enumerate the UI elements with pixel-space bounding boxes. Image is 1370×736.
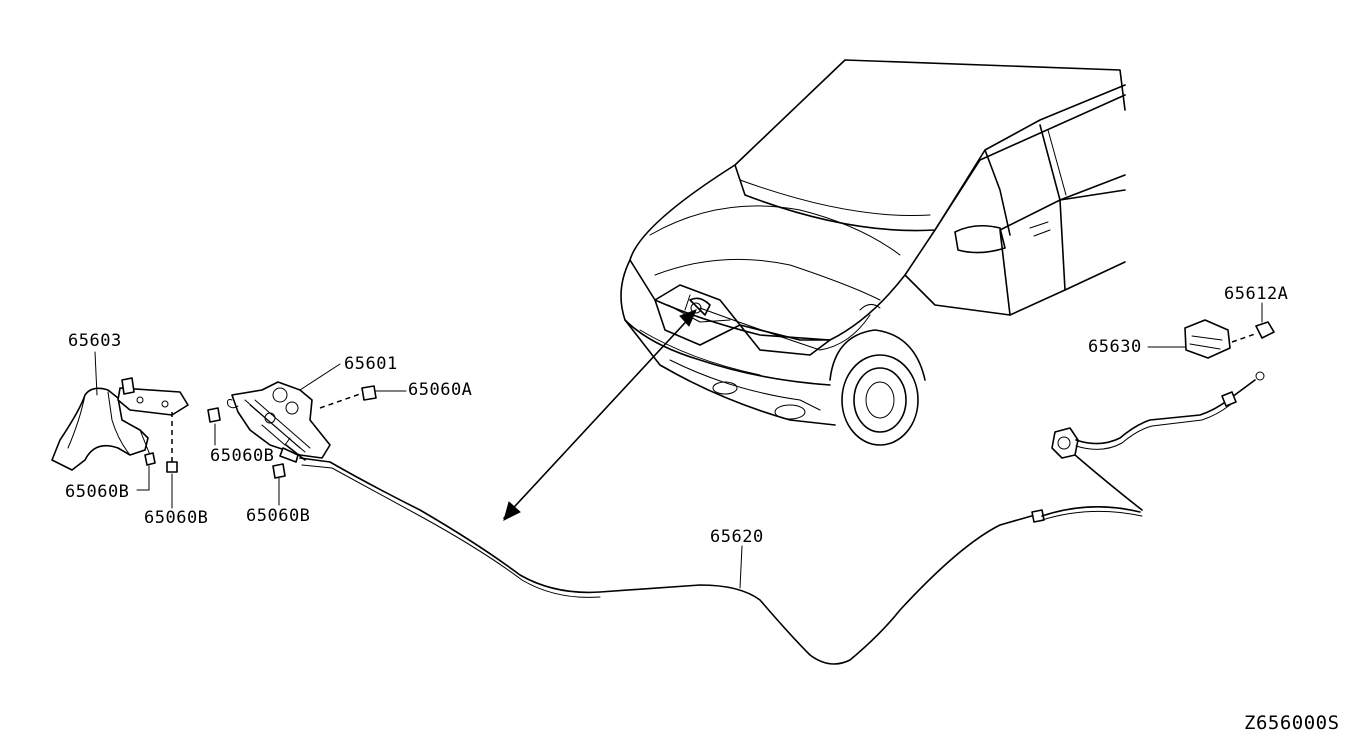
release-cable-65620 <box>299 457 1143 665</box>
bolts-65060-lock <box>207 385 377 479</box>
label-65060B-left: 65060B <box>210 446 275 466</box>
label-65620: 65620 <box>710 527 764 547</box>
lever-65630 <box>1184 319 1256 359</box>
leader-lines <box>94 302 1263 589</box>
diagram-code: Z656000S <box>1244 712 1340 734</box>
label-65612A: 65612A <box>1224 284 1289 304</box>
location-arrow <box>503 309 697 521</box>
bolts-65060B-bracket <box>144 412 178 473</box>
hood-lock-65601 <box>227 381 331 463</box>
release-handle-assembly <box>1051 371 1265 511</box>
label-65060B-bracket-a: 65060B <box>65 482 130 502</box>
vehicle-front-illustration <box>620 59 1126 446</box>
label-65630: 65630 <box>1088 337 1142 357</box>
bracket-65603 <box>51 377 189 471</box>
label-65060A: 65060A <box>408 380 473 400</box>
label-65601: 65601 <box>344 354 398 374</box>
label-65603: 65603 <box>68 331 122 351</box>
label-65060B-lock: 65060B <box>246 506 311 526</box>
clip-65612A <box>1255 321 1275 339</box>
label-65060B-bracket-b: 65060B <box>144 508 209 528</box>
